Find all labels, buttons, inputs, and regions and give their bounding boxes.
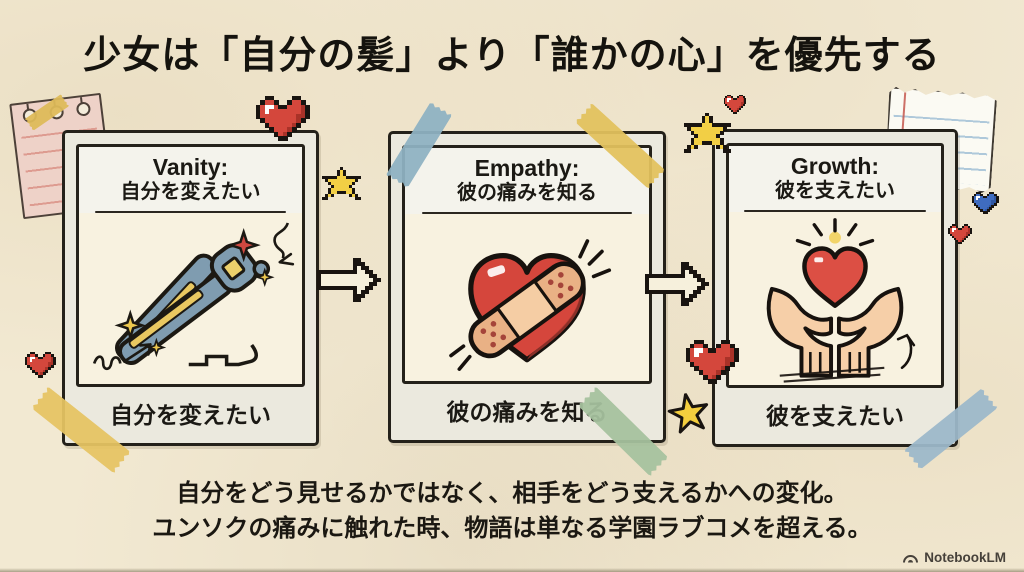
squiggle-icon <box>92 355 122 371</box>
pixel-heart-blue-icon <box>972 192 999 214</box>
pixel-heart-icon <box>948 224 972 244</box>
bottom-edge <box>0 568 1024 572</box>
card-vanity: Vanity: 自分を変えたい <box>62 130 319 446</box>
card-empathy: Empathy: 彼の痛みを知る <box>388 131 666 443</box>
card-growth-header: Growth: 彼を支えたい <box>729 146 941 213</box>
pixel-star-icon <box>322 167 361 200</box>
rays-icon <box>795 218 875 247</box>
notebooklm-logo-icon <box>903 555 919 563</box>
card-empathy-header: Empathy: 彼の痛みを知る <box>405 148 649 215</box>
summary-text: 自分をどう見せるかではなく、相手をどう支えるかへの変化。 ユンソクの痛みに触れた… <box>0 477 1024 547</box>
pixel-heart-icon <box>256 96 310 141</box>
card-vanity-header: Vanity: 自分を変えたい <box>79 147 302 214</box>
sparkle-yellow-icon <box>254 267 275 288</box>
cartoon-star-icon <box>667 392 709 434</box>
card-vanity-title-en: Vanity: <box>152 154 229 180</box>
binder-hole-icon <box>75 101 92 117</box>
curved-arrow-icon <box>896 334 916 370</box>
pixel-heart-icon <box>686 340 739 384</box>
summary-line-1: 自分をどう見せるかではなく、相手をどう支えるかへの変化。 <box>176 480 848 507</box>
curly-arrow-icon <box>273 222 290 259</box>
notebooklm-branding: NotebookLM <box>902 550 1006 565</box>
flat-iron-icon <box>92 222 295 371</box>
step-arrow-icon <box>645 262 709 306</box>
pixel-heart-icon <box>25 352 57 378</box>
sketch-underline-icon <box>779 367 885 384</box>
header-rule <box>743 210 927 213</box>
bandaged-heart-icon <box>449 239 612 372</box>
card-empathy-frame: Empathy: 彼の痛みを知る <box>402 145 652 384</box>
page-title: 少女は「自分の髪」より「誰かの心」を優先する <box>83 35 941 77</box>
card-empathy-title-ja: 彼の痛みを知る <box>457 182 597 205</box>
hands-holding-heart-icon <box>766 218 916 384</box>
pixel-star-icon <box>684 113 731 153</box>
card-vanity-caption: 自分を変えたい <box>110 402 271 428</box>
step-arrow-icon <box>317 258 381 302</box>
card-growth: Growth: 彼を支えたい <box>712 129 958 447</box>
card-growth-frame: Growth: 彼を支えたい <box>726 143 944 388</box>
emphasis-lines-icon <box>449 239 612 372</box>
card-empathy-title-en: Empathy: <box>474 155 580 181</box>
sparkle-red-icon <box>226 228 261 263</box>
header-rule <box>94 211 287 214</box>
sparkle-yellow-icon <box>146 338 167 358</box>
pixel-heart-icon <box>724 95 747 114</box>
card-vanity-title-ja: 自分を変えたい <box>120 181 261 204</box>
card-vanity-frame: Vanity: 自分を変えたい <box>76 144 305 387</box>
card-growth-title-ja: 彼を支えたい <box>775 180 895 203</box>
summary-line-2: ユンソクの痛みに触れた時、物語は単なる学園ラブコメを超える。 <box>152 514 872 542</box>
sparkle-yellow-icon <box>114 309 147 342</box>
notebooklm-label: NotebookLM <box>924 550 1006 565</box>
card-growth-caption: 彼を支えたい <box>766 403 904 429</box>
header-rule <box>422 212 632 215</box>
card-growth-title-en: Growth: <box>790 153 880 179</box>
